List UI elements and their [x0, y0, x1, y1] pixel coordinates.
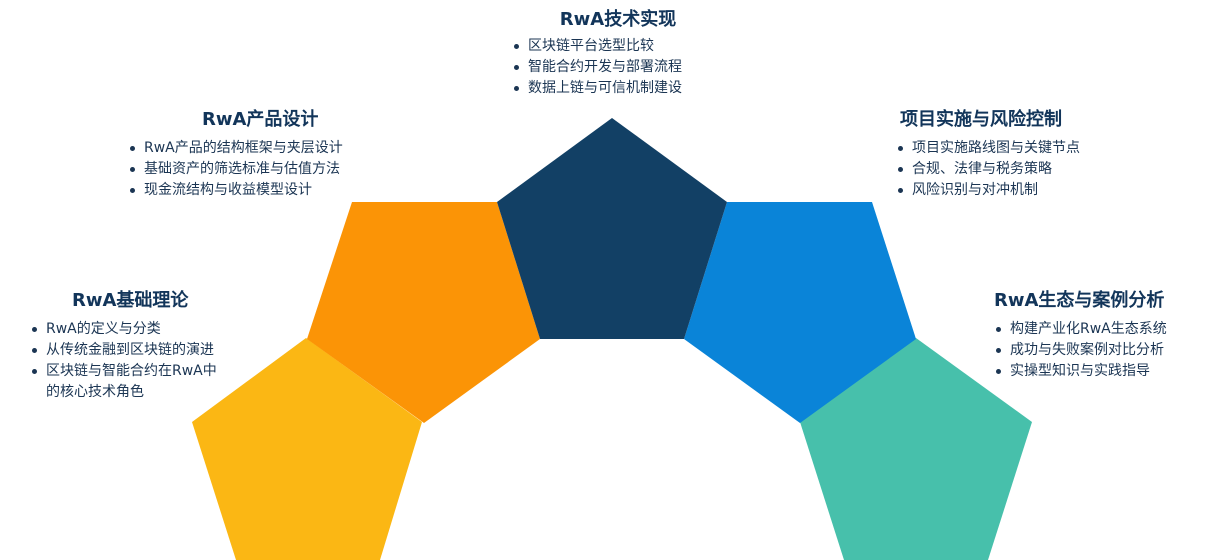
section-product-title: RwA产品设计 — [202, 109, 319, 130]
list-item: RwA产品的结构框架与夹层设计 — [128, 138, 343, 159]
list-item: 成功与失败案例对比分析 — [994, 340, 1167, 361]
section-ecosystem-title: RwA生态与案例分析 — [994, 290, 1165, 311]
list-item: 基础资产的筛选标准与估值方法 — [128, 159, 343, 180]
section-ecosystem: RwA生态与案例分析 构建产业化RwA生态系统 成功与失败案例对比分析 实操型知… — [994, 289, 1167, 382]
list-item: 风险识别与对冲机制 — [896, 180, 1080, 201]
section-tech-list: 区块链平台选型比较 智能合约开发与部署流程 数据上链与可信机制建设 — [512, 36, 682, 99]
list-item: 数据上链与可信机制建设 — [512, 78, 682, 99]
list-item: 区块链平台选型比较 — [512, 36, 682, 57]
list-item: 合规、法律与税务策略 — [896, 159, 1080, 180]
section-implementation-list: 项目实施路线图与关键节点 合规、法律与税务策略 风险识别与对冲机制 — [896, 138, 1080, 201]
pentagon-product — [307, 202, 540, 423]
section-implementation-title: 项目实施与风险控制 — [900, 109, 1062, 130]
list-item: 实操型知识与实践指导 — [994, 361, 1167, 382]
list-item: 项目实施路线图与关键节点 — [896, 138, 1080, 159]
pentagon-foundation — [192, 338, 422, 560]
section-tech: RwA技术实现 区块链平台选型比较 智能合约开发与部署流程 数据上链与可信机制建… — [512, 8, 682, 99]
section-foundation: RwA基础理论 RwA的定义与分类 从传统金融到区块链的演进 区块链与智能合约在… — [30, 289, 245, 403]
list-item: 智能合约开发与部署流程 — [512, 57, 682, 78]
section-product: RwA产品设计 RwA产品的结构框架与夹层设计 基础资产的筛选标准与估值方法 现… — [128, 108, 343, 201]
list-item: 区块链与智能合约在RwA中 — [30, 361, 245, 382]
section-implementation: 项目实施与风险控制 项目实施路线图与关键节点 合规、法律与税务策略 风险识别与对… — [896, 108, 1080, 201]
list-item: 从传统金融到区块链的演进 — [30, 340, 245, 361]
pentagon-tech — [497, 118, 727, 339]
section-product-list: RwA产品的结构框架与夹层设计 基础资产的筛选标准与估值方法 现金流结构与收益模… — [128, 138, 343, 201]
list-item: 构建产业化RwA生态系统 — [994, 319, 1167, 340]
section-ecosystem-list: 构建产业化RwA生态系统 成功与失败案例对比分析 实操型知识与实践指导 — [994, 319, 1167, 382]
section-foundation-list: RwA的定义与分类 从传统金融到区块链的演进 区块链与智能合约在RwA中 的核心… — [30, 319, 245, 403]
pentagon-implementation — [684, 202, 916, 423]
list-item: RwA的定义与分类 — [30, 319, 245, 340]
pentagon-ecosystem — [800, 338, 1032, 560]
list-item: 现金流结构与收益模型设计 — [128, 180, 343, 201]
section-foundation-title: RwA基础理论 — [72, 290, 189, 311]
section-tech-title: RwA技术实现 — [559, 9, 677, 30]
list-item-continuation: 的核心技术角色 — [46, 384, 144, 400]
